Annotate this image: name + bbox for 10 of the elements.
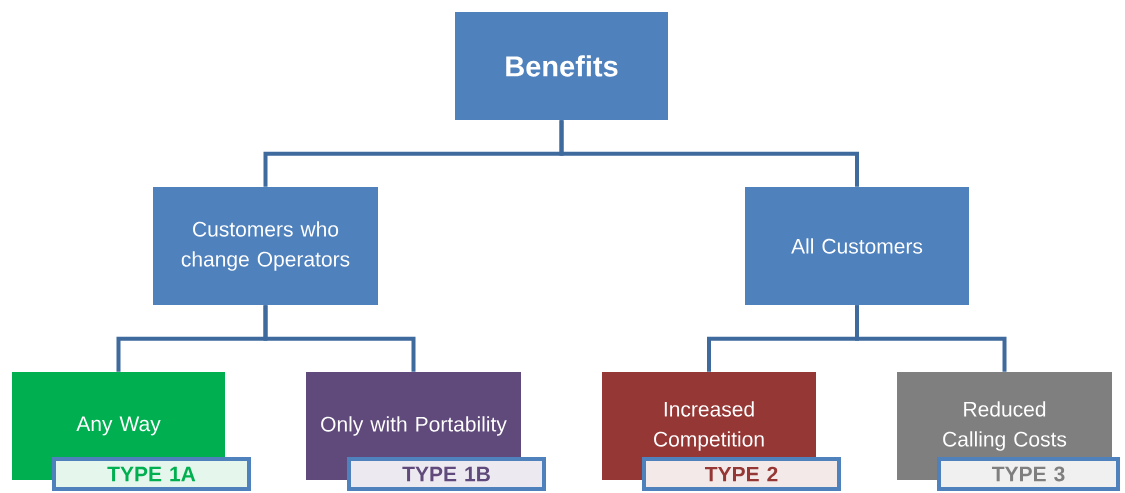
connector — [263, 305, 416, 372]
category-box: Customers who change Operators — [153, 187, 378, 305]
title-box: Benefits — [455, 12, 668, 120]
connector — [559, 120, 859, 187]
connector — [855, 305, 1007, 372]
type-label-box: TYPE 2 — [642, 457, 841, 491]
type-label-box: TYPE 1A — [52, 457, 251, 491]
category-box: All Customers — [745, 187, 969, 305]
type-label-box: TYPE 3 — [937, 457, 1120, 491]
type-label-box: TYPE 1B — [347, 457, 546, 491]
